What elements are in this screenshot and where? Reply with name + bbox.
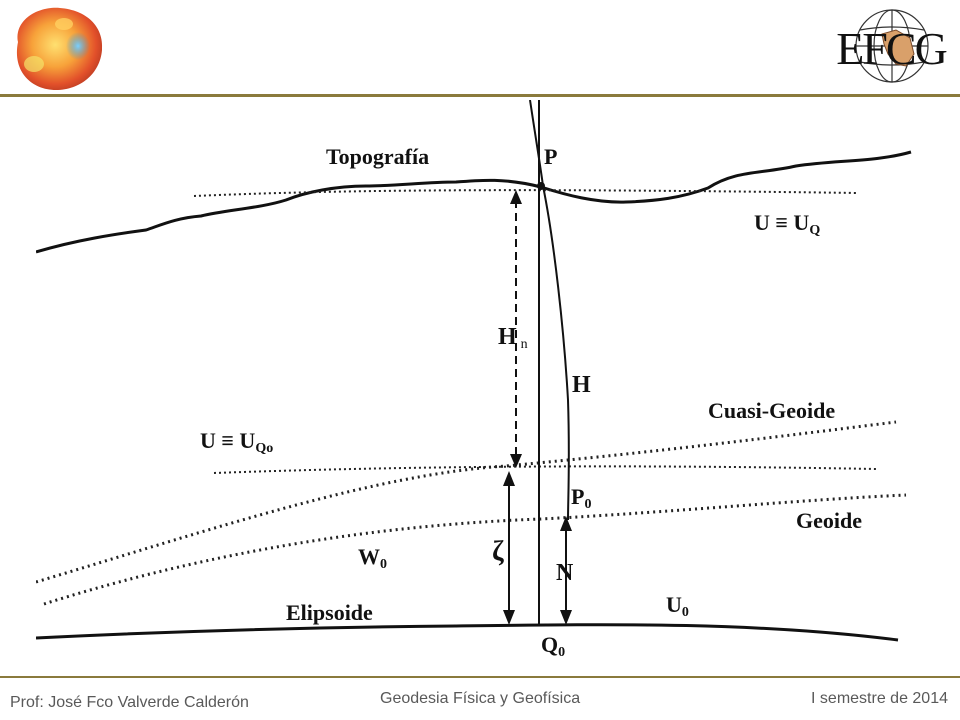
hn-arrow-up [510, 190, 522, 204]
label-cuasi-geoide: Cuasi-Geoide [708, 398, 835, 423]
label-q0: Q0 [541, 632, 565, 660]
label-p0: P0 [571, 484, 591, 512]
footer-author: Prof: José Fco Valverde Calderón [10, 694, 249, 711]
label-w0: W0 [358, 544, 387, 572]
efcg-logo: EFCG [836, 9, 949, 83]
point-p-marker [537, 182, 545, 190]
footer-course: Geodesia Física y Geofísica [380, 690, 581, 707]
label-zeta: ζ [492, 536, 504, 567]
hn-arrow-down [510, 454, 522, 468]
header-divider [0, 94, 960, 97]
header: EFCG [0, 0, 960, 96]
level-surface-uq [193, 189, 859, 197]
topography-curve [36, 150, 912, 254]
label-u-uqo: U ≡ UQo [200, 428, 273, 456]
efcg-logo-text: EFCG [836, 23, 946, 74]
label-u0: U0 [666, 592, 689, 620]
ellipsoid-curve [36, 623, 899, 642]
geoid-globe-logo [16, 7, 103, 90]
n-arrow-down [560, 610, 572, 625]
footer-semester: I semestre de 2014 [811, 690, 948, 707]
zeta-arrow-down [503, 610, 515, 625]
plumb-line-curve [529, 100, 570, 521]
label-u-uq: U ≡ UQ [754, 210, 820, 238]
level-surface-uqo [213, 465, 877, 474]
n-arrow-up [560, 516, 572, 531]
zeta-arrow-up [503, 471, 515, 486]
label-h: H [572, 372, 591, 398]
label-geoide: Geoide [796, 508, 862, 533]
quasi-geoid-curve [36, 420, 897, 584]
label-point-p: P [544, 144, 557, 169]
label-topografia: Topografía [326, 144, 429, 169]
geoid-curve [43, 493, 907, 606]
label-elipsoide: Elipsoide [286, 600, 373, 625]
label-n: N [556, 560, 574, 586]
footer-divider [0, 676, 960, 678]
